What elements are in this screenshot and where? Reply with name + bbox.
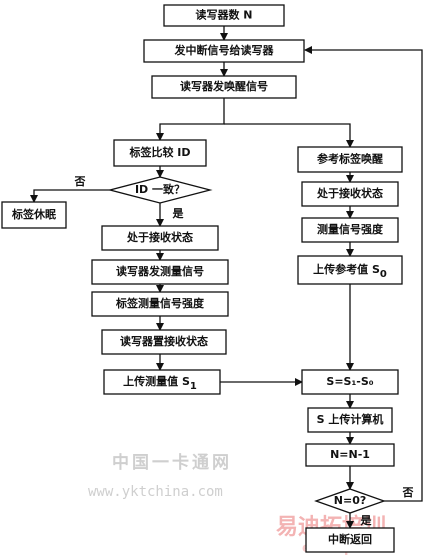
arrow-line <box>30 189 110 203</box>
decision-id-match: ID 一致？ <box>107 176 213 204</box>
node-upload-s1: 上传测量值 S1 <box>103 369 221 395</box>
node-tag-measure: 标签测量信号强度 <box>91 291 229 317</box>
node-interrupt-return: 中断返回 <box>305 527 395 553</box>
node-recv-state: 处于接收状态 <box>101 225 219 251</box>
node-tag-compare: 标签比较 ID <box>113 139 207 167</box>
node-reader-recv: 读写器置接收状态 <box>101 329 227 355</box>
node-reader-measure: 读写器发测量信号 <box>91 259 229 285</box>
node-upload-s0-subscript: 0 <box>380 269 387 280</box>
node-interrupt-return-label: 中断返回 <box>328 532 372 546</box>
node-tag-measure-label: 标签测量信号强度 <box>115 296 205 310</box>
node-send-interrupt: 发中断信号给读写器 <box>143 39 305 63</box>
node-read-count: 读写器数 N <box>163 4 285 27</box>
node-tag-sleep-label: 标签休眠 <box>11 207 56 221</box>
connectors <box>30 26 423 529</box>
node-reader-wake-label: 读写器发唤醒信号 <box>180 79 268 93</box>
watermark-cn: 中国一卡通网 <box>112 452 232 473</box>
arrow-line <box>156 98 225 141</box>
loop-back-arrow <box>304 46 423 502</box>
node-upload-s1-text: 上传测量值 S <box>123 374 190 388</box>
node-tag-compare-label: 标签比较 ID <box>128 145 190 159</box>
node-read-count-label: 读写器数 N <box>195 8 252 22</box>
node-ref-wake: 参考标签唤醒 <box>297 146 403 173</box>
node-upload-s0: 上传参考值 S0 <box>297 255 403 285</box>
node-ref-recv-label: 处于接收状态 <box>316 186 383 200</box>
node-upload-s0-text: 上传参考值 S <box>313 262 380 276</box>
decision-id-match-label: ID 一致？ <box>135 182 185 196</box>
node-n-minus-label: N=N-1 <box>330 448 370 461</box>
arrow-line <box>224 123 354 148</box>
decision-n-zero: N=0? <box>314 488 386 514</box>
node-send-interrupt-label: 发中断信号给读写器 <box>174 43 275 57</box>
node-ref-measure: 测量信号强度 <box>301 217 399 243</box>
node-reader-measure-label: 读写器发测量信号 <box>116 264 204 278</box>
node-calc-s: S=S₁-S₀ <box>301 369 399 395</box>
node-ref-measure-label: 测量信号强度 <box>317 222 384 236</box>
node-ref-recv: 处于接收状态 <box>301 181 399 207</box>
watermark-url: www.yktchina.com <box>88 484 223 500</box>
node-upload-pc-label: S 上传计算机 <box>317 412 384 426</box>
branch-label-yes-bottom: 是 <box>360 514 373 527</box>
branch-label-yes-down: 是 <box>172 207 185 220</box>
node-n-minus: N=N-1 <box>305 443 395 467</box>
node-upload-s1-subscript: 1 <box>190 381 197 392</box>
node-upload-s1-label: 上传测量值 S1 <box>123 374 197 392</box>
node-upload-s0-label: 上传参考值 S0 <box>313 262 387 280</box>
node-reader-wake: 读写器发唤醒信号 <box>151 75 297 99</box>
node-recv-state-label: 处于接收状态 <box>126 230 193 244</box>
node-reader-recv-label: 读写器置接收状态 <box>120 334 208 348</box>
node-tag-sleep: 标签休眠 <box>1 201 67 229</box>
branch-label-no-left: 否 <box>74 175 86 188</box>
node-calc-s-label: S=S₁-S₀ <box>326 375 373 388</box>
branch-label-no-right: 否 <box>402 486 414 499</box>
node-ref-wake-label: 参考标签唤醒 <box>317 152 383 166</box>
node-upload-pc: S 上传计算机 <box>307 407 393 433</box>
decision-n-zero-label: N=0? <box>334 494 366 507</box>
